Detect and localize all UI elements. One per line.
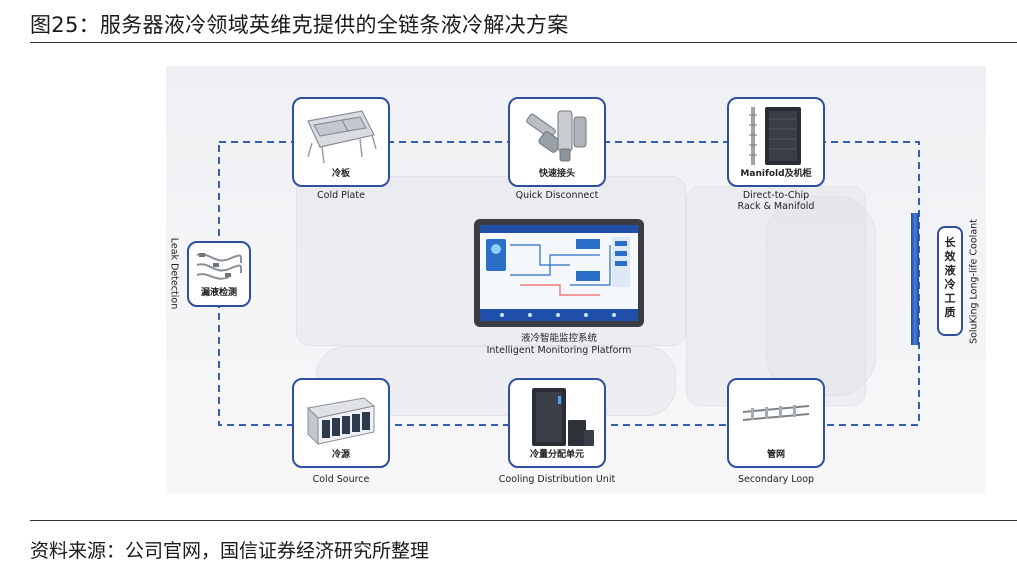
coolant-char: 长 xyxy=(944,236,956,249)
cold-plate-icon xyxy=(307,110,377,164)
bottom-rule xyxy=(30,520,1017,521)
coolant-bar xyxy=(911,213,919,345)
cdu-card: 冷量分配单元 xyxy=(508,378,606,468)
cold-source-icon xyxy=(306,397,376,446)
cdu-label-cn: 冷量分配单元 xyxy=(529,450,584,460)
cold-source-card: 冷源 xyxy=(292,378,390,468)
top-rule xyxy=(30,42,1017,43)
coolant-label-cn: 长 效 液 冷 工 质 xyxy=(939,236,961,320)
monitoring-display xyxy=(480,225,638,321)
coolant-char: 冷 xyxy=(944,278,956,291)
secondary-loop-card: 管网 xyxy=(727,378,825,468)
rack-manifold-label-en-2: Rack & Manifold xyxy=(737,201,815,212)
quick-disconnect-label-cn: 快速接头 xyxy=(538,169,575,179)
figure-title: 图25：服务器液冷领域英维克提供的全链条液冷解决方案 xyxy=(30,13,569,37)
cold-plate-label-en: Cold Plate xyxy=(317,190,365,201)
monitoring-dashboard-graphic xyxy=(480,225,638,321)
secondary-loop-label-cn: 管网 xyxy=(766,450,785,460)
server-rack-icon xyxy=(749,107,801,165)
coolant-char: 液 xyxy=(944,264,956,277)
figure-source: 资料来源：公司官网，国信证券经济研究所整理 xyxy=(30,540,430,562)
rack-manifold-label-cn: Manifold及机柜 xyxy=(740,169,812,179)
quick-disconnect-label-en: Quick Disconnect xyxy=(515,190,599,201)
monitoring-label-en: Intelligent Monitoring Platform xyxy=(486,345,632,356)
secondary-loop-label-en: Secondary Loop xyxy=(737,474,815,485)
background-pipe-shape xyxy=(766,196,876,396)
coolant-char: 工 xyxy=(944,292,956,305)
quick-disconnect-icon xyxy=(526,110,587,162)
cold-source-label-cn: 冷源 xyxy=(331,450,350,460)
monitoring-screen xyxy=(474,219,644,327)
cold-plate-card: 冷板 xyxy=(292,97,390,187)
leak-detection-card: 漏液检测 xyxy=(187,241,251,307)
coolant-label-en: SoluKing Long-life Coolant xyxy=(968,219,980,344)
rack-manifold-label-en-1: Direct-to-Chip xyxy=(742,190,810,201)
coolant-char: 效 xyxy=(944,250,956,263)
cold-plate-label-cn: 冷板 xyxy=(331,169,350,179)
monitoring-label-cn: 液冷智能监控系统 xyxy=(520,333,597,344)
quick-disconnect-card: 快速接头 xyxy=(508,97,606,187)
cdu-label-en: Cooling Distribution Unit xyxy=(498,474,616,485)
cold-source-label-en: Cold Source xyxy=(312,474,370,485)
leak-detection-label-en: Leak Detection xyxy=(168,237,180,310)
rack-manifold-card: Manifold及机柜 xyxy=(727,97,825,187)
coolant-char: 质 xyxy=(944,306,956,319)
cdu-cabinet-icon xyxy=(532,388,594,446)
pipe-network-icon xyxy=(742,405,810,421)
leak-detection-label-cn: 漏液检测 xyxy=(200,288,237,298)
coolant-card: 长 效 液 冷 工 质 xyxy=(937,226,963,336)
leak-sensor-cable-icon xyxy=(196,253,243,280)
